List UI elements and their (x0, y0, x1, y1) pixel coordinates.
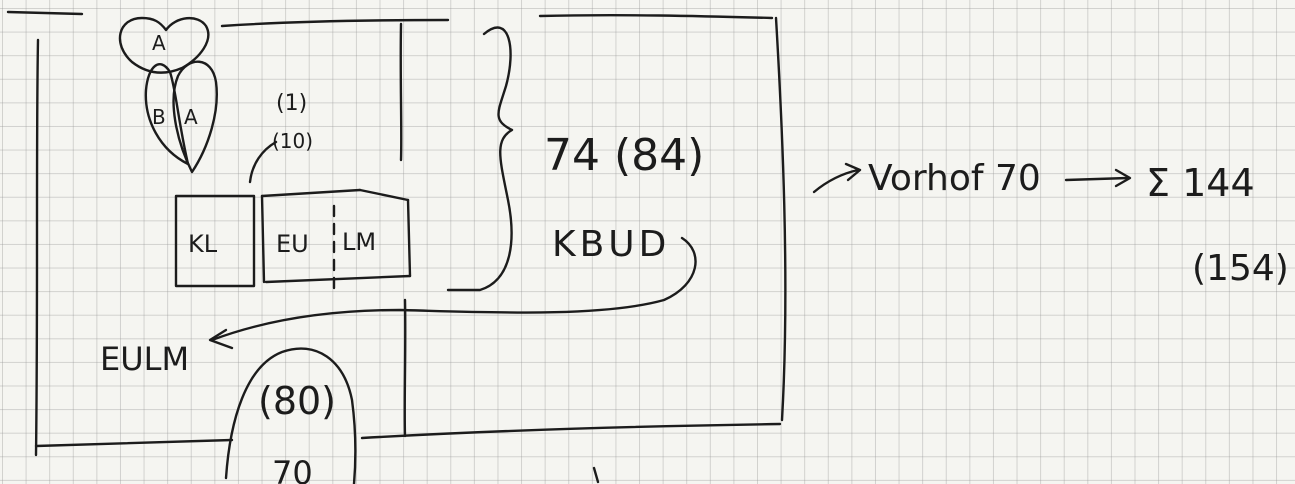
kbud-to-eulm-arrow-curve (210, 236, 697, 342)
leaf-right-label: A (184, 105, 198, 129)
flow-arrow-in (812, 168, 860, 194)
flow-total-alt-label: (154) (1192, 248, 1289, 289)
count-main-label: 74 (84) (544, 130, 704, 181)
eulm-box-bottom (264, 274, 412, 284)
kl-box (174, 194, 256, 288)
frame-top-right (538, 13, 774, 20)
arch-upper-label: (80) (258, 379, 336, 423)
frame-right-wall (774, 16, 787, 422)
frame-top-mid (220, 18, 450, 28)
eulm-box-right (406, 198, 412, 278)
frame-inner-vertical-upper (399, 22, 403, 162)
arch-outline (224, 347, 357, 484)
eu-label: EU (276, 230, 309, 258)
lm-label: LM (342, 228, 376, 256)
frame-left-wall (34, 38, 40, 457)
mark-lower-label: (10) (272, 129, 313, 153)
mark-leader-line (248, 140, 278, 184)
flow-arrow-out-head (1114, 168, 1132, 188)
target-left-label: EULM (100, 340, 189, 378)
frame-bottom-left (34, 438, 234, 448)
arch-lower-label: 70 (272, 454, 313, 484)
eulm-box-left (260, 194, 266, 284)
mark-upper-label: (1) (276, 91, 307, 116)
flow-arrow-out (1064, 176, 1130, 182)
leaf-right-outline (172, 60, 218, 174)
eulm-box-top (260, 188, 362, 198)
leaf-left-outline (144, 63, 190, 166)
code-main-label: KBUD (552, 224, 670, 265)
flow-label: Vorhof 70 (868, 158, 1041, 199)
top-left-stroke (6, 10, 84, 16)
kl-label: KL (188, 230, 218, 258)
leaf-top-outline (118, 16, 210, 74)
leaf-top-label: A (152, 31, 166, 55)
flow-arrow-in-head (844, 162, 862, 182)
curly-brace (446, 26, 514, 292)
kbud-to-eulm-arrow-head (208, 328, 234, 350)
frame-inner-vertical-lower (403, 298, 407, 438)
hinted-stroke-bottom (592, 466, 600, 484)
eulm-box-top-right (358, 188, 410, 202)
flow-total-label: Σ 144 (1146, 161, 1255, 205)
frame-bottom-right (360, 422, 782, 440)
leaf-left-label: B (152, 105, 166, 129)
